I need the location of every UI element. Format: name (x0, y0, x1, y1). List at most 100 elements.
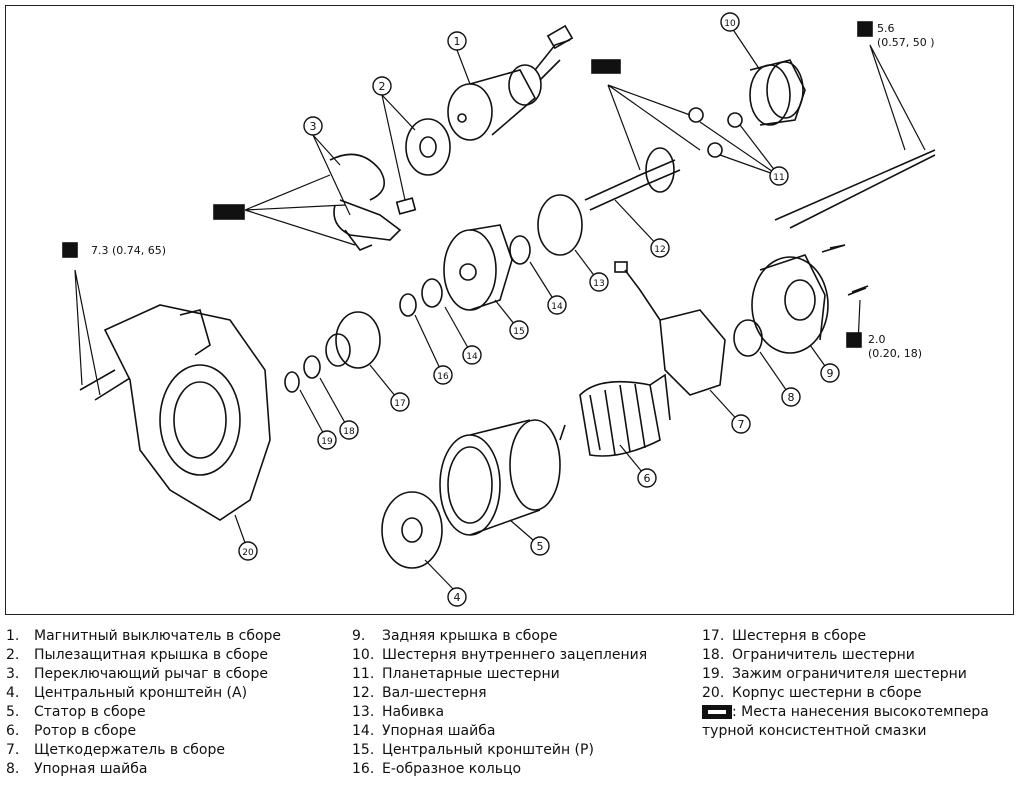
diagram-frame (5, 5, 1014, 615)
legend-item-text: Ограничитель шестерни (732, 647, 915, 663)
legend-item-number: 1. (6, 628, 20, 644)
torque-sub: (0.74, 65) (112, 244, 167, 257)
grease-note-cont: турной консистентной смазки (702, 723, 927, 739)
legend-item: 5.Статор в сборе (6, 703, 281, 722)
legend-item: 13. Набивка (352, 703, 647, 722)
legend-item: 9.Задняя крышка в сборе (352, 627, 647, 646)
legend-item-text: Центральный кронштейн (А) (34, 685, 248, 701)
callout-number: 16 (437, 372, 449, 382)
thrust-washer-8-part (733, 319, 763, 357)
legend-item-number: 16. (352, 761, 375, 777)
grease-icons (213, 59, 621, 220)
legend-item: 1. Магнитный выключатель в сборе (6, 627, 281, 646)
callout-circle (462, 345, 482, 365)
torque-value: 7.3 (91, 244, 109, 257)
legend-item: 8. Упорная шайба (6, 760, 281, 779)
legend-item: 16. Е-образное кольцо (352, 760, 647, 779)
legend-item: 17. Шестерня в сборе (702, 627, 989, 646)
callout-circle (530, 536, 550, 556)
callout-circle (433, 365, 453, 385)
legend-item-number: 5. (6, 704, 20, 720)
torque-value: 2.0 (868, 333, 886, 346)
legend-item-number: 8. (6, 761, 20, 777)
callout-number: 15 (513, 327, 524, 337)
legend-item: 19.Зажим ограничителя шестерни (702, 665, 989, 684)
callout-circle (238, 541, 258, 561)
callout-circle (637, 468, 657, 488)
grease-note: : Места нанесения высокотемпера (702, 703, 989, 722)
callout-number: 13 (593, 279, 604, 289)
center-bracket-a-part (381, 491, 443, 569)
callout-number: 2 (379, 80, 386, 93)
callout-number: 5 (537, 540, 544, 553)
shift-lever-part (329, 153, 402, 251)
legend-item-number: 9. (352, 628, 366, 644)
callout-circle (820, 363, 840, 383)
callout-number: 18 (343, 427, 355, 437)
callout-circle (447, 587, 467, 607)
legend-item: 20.Корпус шестерни в сборе (702, 684, 989, 703)
callout-number: 19 (321, 437, 333, 447)
legend-col1: 1. Магнитный выключатель в сборе 2.Пылезащ… (6, 627, 281, 779)
torque-sub: (0.20, 18) (868, 347, 923, 360)
legend-item-number: 10. (352, 647, 375, 663)
center-bracket-p-part (443, 224, 513, 311)
legend-item: 2.Пылезащитная крышка в сборе (6, 646, 281, 665)
legend-item-text: Магнитный выключатель в сборе (34, 628, 282, 644)
callout-number: 14 (466, 352, 478, 362)
legend-item-text: Вал-шестерня (382, 685, 487, 701)
grease-note-text-1: : Места нанесения высокотемпера (732, 704, 989, 720)
pinion-shaft-part (584, 147, 681, 211)
legend-item: 3.Переключающий рычаг в сборе (6, 665, 281, 684)
internal-gear-part (749, 59, 806, 126)
callout-circle (447, 31, 467, 51)
torque-label-housing: 7.3 (0.74, 65) (91, 244, 166, 258)
legend-item-number: 2. (6, 647, 20, 663)
legend-item-text: Набивка (382, 704, 445, 720)
gear-housing-part (103, 304, 271, 521)
legend-item-text: Ротор в сборе (34, 723, 137, 739)
legend-item: 7.Щеткодержатель в сборе (6, 741, 281, 760)
callout-circle (781, 387, 801, 407)
callout-circle (317, 430, 337, 450)
bolts (79, 149, 936, 401)
legend-item-number: 17. (702, 628, 725, 644)
callout-circle (509, 320, 529, 340)
legend-item-number: 4. (6, 685, 20, 701)
brush-holder-part (614, 261, 726, 396)
legend-item-text: Е-образное кольцо (382, 761, 522, 777)
callout-circle (547, 295, 567, 315)
legend-item-text: Зажим ограничителя шестерни (732, 666, 967, 682)
callout-number: 12 (654, 245, 665, 255)
torque-sub: (0.57, 50 ) (877, 36, 935, 49)
legend-item-number: 13. (352, 704, 375, 720)
legend-item-number: 14. (352, 723, 375, 739)
grease-icon (702, 705, 732, 719)
callout-number: 10 (724, 19, 736, 29)
legend-item-number: 7. (6, 742, 20, 758)
torque-icons (62, 21, 873, 348)
magnetic-switch-part (447, 24, 574, 141)
legend-item-number: 12. (352, 685, 375, 701)
legend-item-number: 11. (352, 666, 375, 682)
torque-label-through-bolt: 5.6 (0.57, 50 ) (877, 22, 935, 50)
legend-item: 4. Центральный кронштейн (А) (6, 684, 281, 703)
callout-number: 6 (644, 472, 651, 485)
legend-item: 12. Вал-шестерня (352, 684, 647, 703)
dust-cover-part (395, 118, 451, 215)
callout-number: 4 (454, 591, 461, 604)
legend-item-text: Планетарные шестерни (382, 666, 560, 682)
legend-item-text: Упорная шайба (34, 761, 148, 777)
callout-circle (720, 12, 740, 32)
callout-number: 9 (827, 367, 834, 380)
callout-circle (339, 420, 359, 440)
callout-number: 11 (773, 173, 784, 183)
legend-item-text: Переключающий рычаг в сборе (34, 666, 268, 682)
legend-item-number: 15. (352, 742, 375, 758)
callout-number: 8 (788, 391, 795, 404)
legend-item-text: Шестерня в сборе (732, 628, 867, 644)
